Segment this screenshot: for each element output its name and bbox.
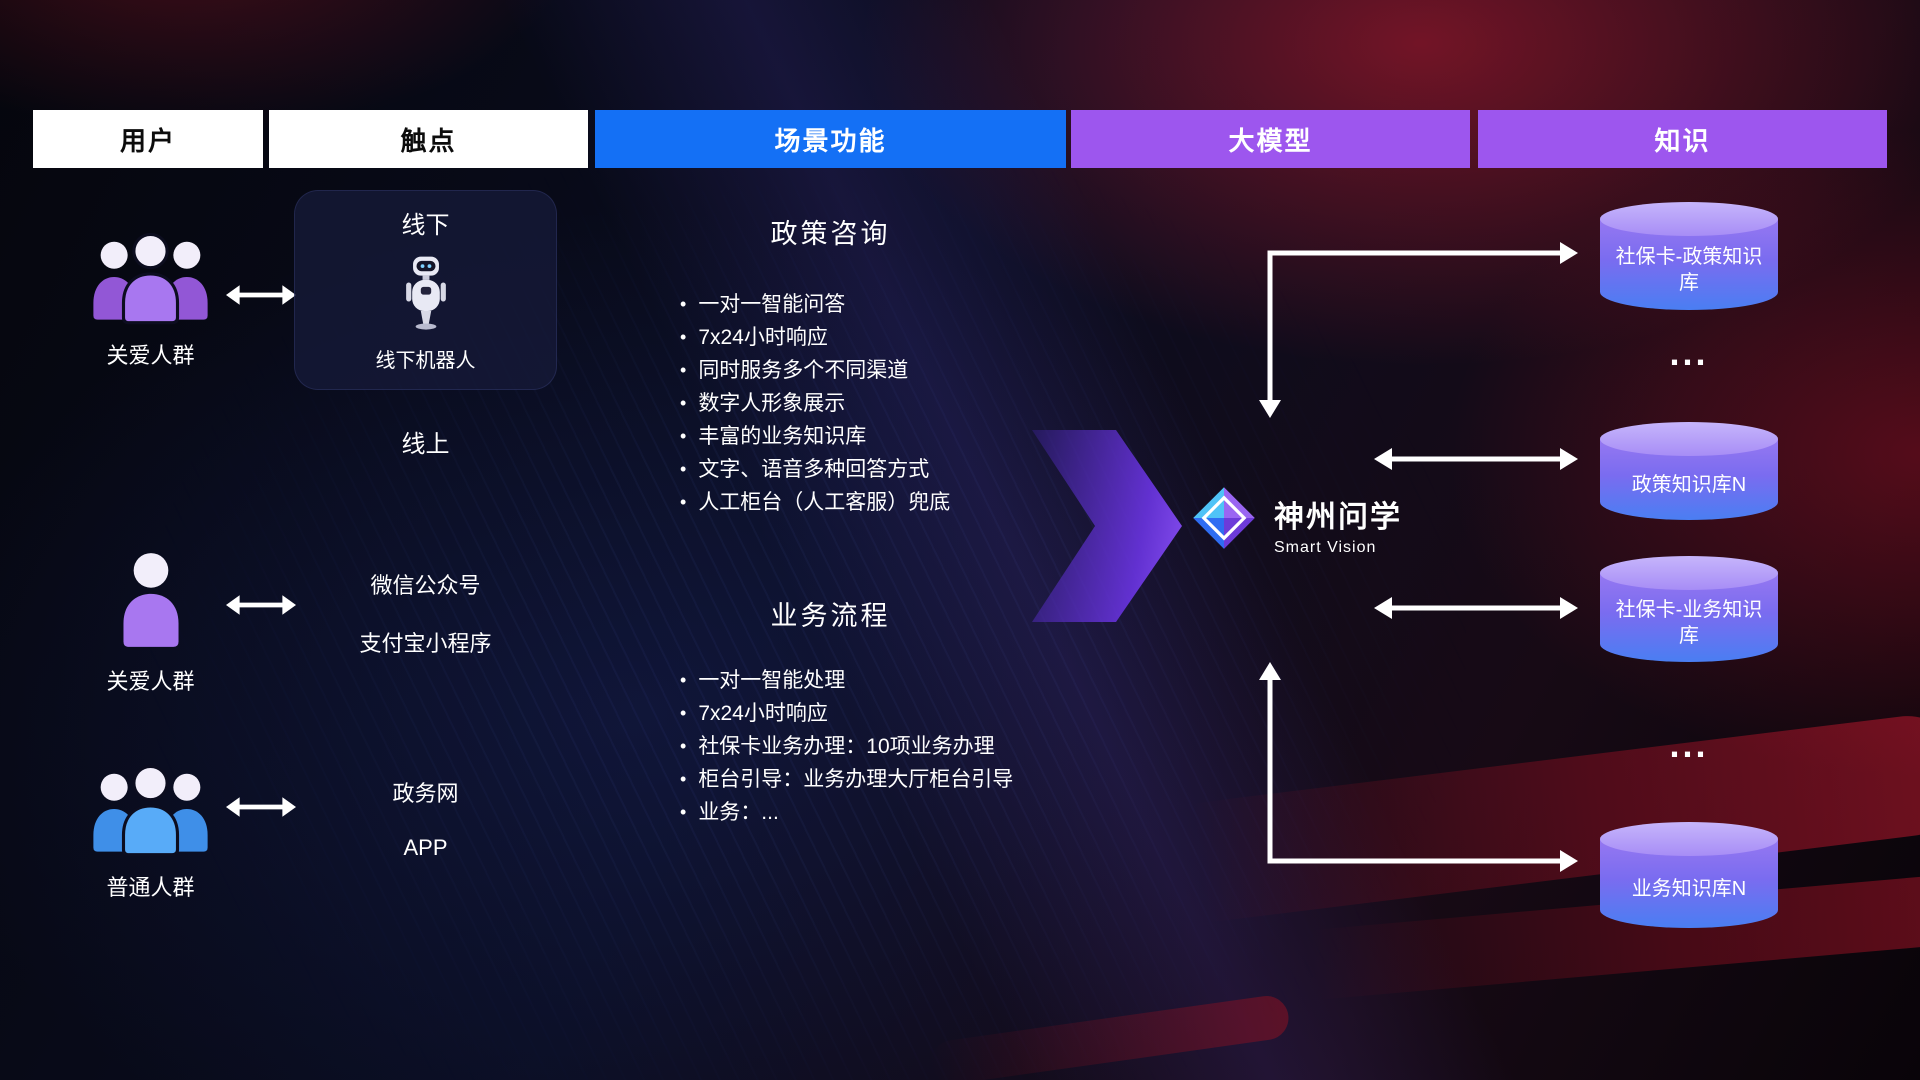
business-process-title: 业务流程 bbox=[770, 601, 891, 631]
column-header-touchpoints: 触点 bbox=[269, 110, 588, 168]
database-cylinder-top bbox=[1600, 822, 1778, 856]
channel-gov-web: 政务网 bbox=[392, 781, 459, 806]
group-people-blue-icon bbox=[93, 764, 208, 857]
double-arrow-icon bbox=[226, 285, 296, 305]
brand-block: 神州问学 Smart Vision bbox=[1274, 492, 1402, 557]
red-swoosh-decor bbox=[928, 993, 1292, 1080]
brand-subtitle: Smart Vision bbox=[1274, 539, 1377, 556]
channel-app: APP bbox=[403, 835, 448, 860]
policy-feature-list: 一对一智能问答 7x24小时响应 同时服务多个不同渠道 数字人形象展示 丰富的业… bbox=[680, 288, 950, 519]
business-feature-list: 一对一智能处理 7x24小时响应 社保卡业务办理：10项业务办理 柜台引导：业务… bbox=[680, 664, 1013, 829]
gem-logo-icon bbox=[1193, 487, 1255, 549]
list-item: 同时服务多个不同渠道 bbox=[680, 354, 950, 387]
user-label: 普通人群 bbox=[106, 875, 195, 900]
user-group-general: 普通人群 bbox=[78, 756, 223, 902]
list-item: 数字人形象展示 bbox=[680, 387, 950, 420]
arrow-connector bbox=[1267, 250, 1562, 402]
column-header-scenes: 场景功能 bbox=[595, 110, 1066, 168]
double-arrow-icon bbox=[226, 797, 296, 817]
list-item: 柜台引导：业务办理大厅柜台引导 bbox=[680, 763, 1013, 796]
arrow-connector bbox=[1267, 678, 1562, 864]
offline-touchpoint-card: 线下 线下机器人 bbox=[294, 190, 557, 390]
channel-wechat: 微信公众号 bbox=[370, 573, 481, 598]
user-label: 关爱人群 bbox=[106, 343, 195, 368]
database-cylinder-top bbox=[1600, 202, 1778, 236]
list-item: 7x24小时响应 bbox=[680, 321, 950, 354]
red-swoosh-decor bbox=[1125, 709, 1920, 931]
ellipsis-more-kbs: ... bbox=[1669, 332, 1709, 373]
online-title: 线上 bbox=[401, 431, 450, 458]
policy-consult-title: 政策咨询 bbox=[770, 219, 891, 249]
database-cylinder-label: 社保卡-业务知识库 bbox=[1600, 573, 1778, 662]
column-header-users: 用户 bbox=[33, 110, 263, 168]
user-label: 关爱人群 bbox=[106, 669, 195, 694]
database-cylinder-top bbox=[1600, 556, 1778, 590]
kb-business-social-security: 社保卡-业务知识库 bbox=[1600, 556, 1778, 662]
person-purple-icon bbox=[122, 553, 179, 647]
list-item: 丰富的业务知识库 bbox=[680, 420, 950, 453]
list-item: 社保卡业务办理：10项业务办理 bbox=[680, 730, 1013, 763]
offline-title: 线下 bbox=[401, 212, 450, 239]
database-cylinder-top bbox=[1600, 422, 1778, 456]
user-group-care-1: 关爱人群 bbox=[78, 224, 223, 370]
list-item: 人工柜台（人工客服）兜底 bbox=[680, 486, 950, 519]
list-item: 业务：... bbox=[680, 796, 1013, 829]
kb-policy-social-security: 社保卡-政策知识库 bbox=[1600, 202, 1778, 310]
brand-name: 神州问学 bbox=[1274, 501, 1402, 534]
column-header-knowledge: 知识 bbox=[1478, 110, 1887, 168]
offline-robot-caption: 线下机器人 bbox=[375, 350, 476, 372]
ellipsis-more-kbs: ... bbox=[1669, 724, 1709, 765]
kb-business-n: 业务知识库N bbox=[1600, 822, 1778, 928]
list-item: 文字、语音多种回答方式 bbox=[680, 453, 950, 486]
column-header-model: 大模型 bbox=[1071, 110, 1470, 168]
group-people-purple-icon bbox=[93, 232, 208, 325]
user-person-care-2: 关爱人群 bbox=[78, 548, 223, 696]
robot-icon bbox=[405, 256, 446, 330]
kb-policy-n: 政策知识库N bbox=[1600, 422, 1778, 520]
list-item: 一对一智能问答 bbox=[680, 288, 950, 321]
list-item: 一对一智能处理 bbox=[680, 664, 1013, 697]
channel-alipay: 支付宝小程序 bbox=[359, 631, 492, 656]
red-swoosh-decor bbox=[1238, 873, 1920, 1007]
double-arrow-icon bbox=[226, 595, 296, 615]
list-item: 7x24小时响应 bbox=[680, 697, 1013, 730]
